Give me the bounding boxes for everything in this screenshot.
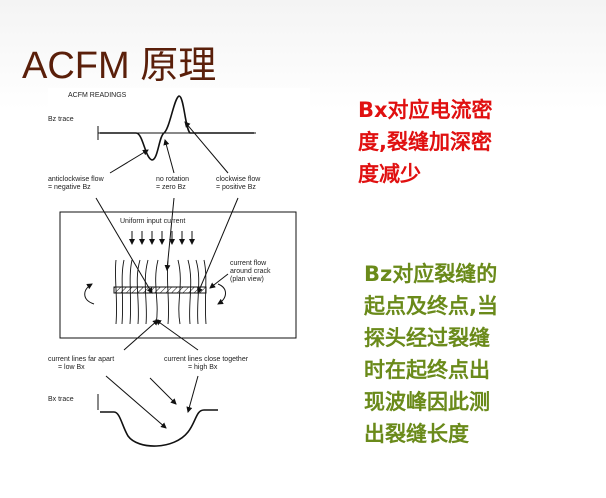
bz-trace-label: Bz trace [48,116,74,123]
plate [59,211,297,339]
clockwise-label-2: = positive Bz [216,184,256,191]
callout-bx-line: 度,裂缝加深密 [358,130,492,154]
arrow-norotation [163,139,175,174]
callout-bz-line: 出裂缝长度 [364,422,469,446]
figure-heading: ACFM READINGS [68,92,127,99]
callout-bz-line: 探头经过裂缝 [364,326,490,350]
callout-bx: Bx对应电流密 度,裂缝加深密 度减少 [358,94,493,190]
callout-bx-line: Bx对应电流密 [358,98,493,122]
flow-label-1: current flow [230,260,267,267]
clockwise-label-1: clockwise flow [216,176,261,183]
callout-bz-line: 现波峰因此测 [364,390,490,414]
bz-curve [100,95,254,161]
close-together-label-1: current lines close together [164,356,249,363]
norotation-label-2: = zero Bz [156,184,186,191]
anticlockwise-label-2: = negative Bz [48,184,91,191]
far-apart-label-1: current lines far apart [48,356,115,363]
slide-title: ACFM 原理 [22,45,217,87]
uniform-current-label: Uniform input current [120,218,186,225]
far-apart-label-2: = low Bx [58,364,85,371]
callout-bz-line: Bz对应裂缝的 [364,262,498,286]
callout-bz: Bz对应裂缝的 起点及终点,当 探头经过裂缝 时在起终点出 现波峰因此测 出裂缝… [364,258,498,450]
norotation-label-1: no rotation [156,176,190,183]
flow-label-2: around crack [230,268,271,275]
rotation-arrow-right [217,283,226,305]
callout-bz-line: 时在起终点出 [364,358,490,382]
callout-bz-line: 起点及终点,当 [364,294,498,318]
acfm-diagram [59,95,297,447]
flow-label-3: (plan view) [230,276,264,283]
crack [113,286,207,294]
close-together-label-2: = high Bx [188,364,218,371]
acfm-readings-figure: ACFM READINGS Bz trace anticlockwise flo… [48,88,310,476]
arrow-clockwise [184,121,229,174]
bx-curve [100,409,218,447]
bx-trace-label: Bx trace [48,396,74,403]
rotation-arrow-left [84,283,95,305]
anticlockwise-label-1: anticlockwise flow [48,176,104,183]
input-current-arrows [129,231,195,245]
arrow-anticlockwise [109,149,149,174]
callout-bx-line: 度减少 [358,162,421,186]
